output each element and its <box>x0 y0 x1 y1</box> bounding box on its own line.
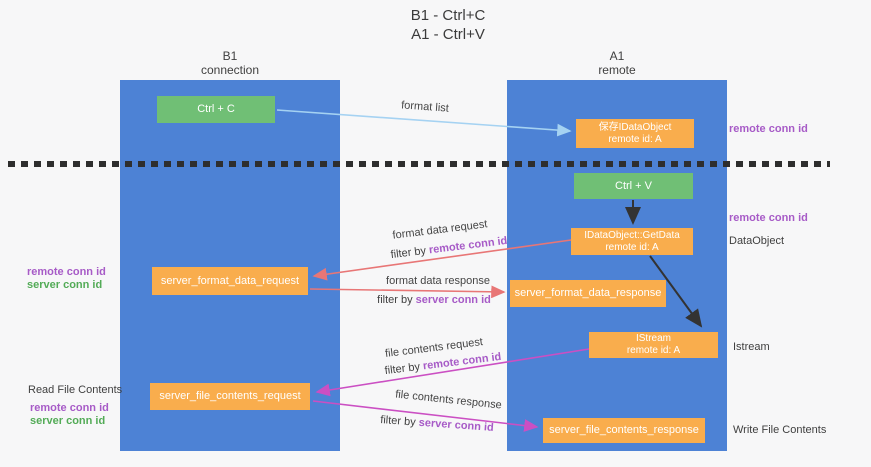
node-ctrl-c: Ctrl + C <box>157 96 275 123</box>
label-dataobject: DataObject <box>729 235 785 247</box>
column-header-a1: A1 remote <box>507 49 727 77</box>
format-request-label: server_format_data_request <box>160 274 300 287</box>
node-server-format-data-response: server_format_data_response <box>510 280 666 307</box>
arrow-label-filter-server-4: filter by server conn id <box>376 414 499 434</box>
server-conn-id-text-4: server conn id <box>418 416 495 434</box>
ctrl-v-label: Ctrl + V <box>615 179 652 192</box>
label-left-remote-conn-1: remote conn id <box>27 266 106 278</box>
node-ctrl-v: Ctrl + V <box>574 173 693 199</box>
node-save-dataobject: 保存IDataObject remote id: A <box>576 119 694 148</box>
save-dataobject-line2: remote id: A <box>608 133 662 145</box>
filter-by-text-3: filter by <box>384 360 424 378</box>
ctrl-c-label: Ctrl + C <box>197 103 235 115</box>
remote-conn-id-text-3: remote conn id <box>422 350 502 373</box>
file-response-label: server_file_contents_response <box>549 424 699 436</box>
arrow-label-format-list: format list <box>400 99 450 115</box>
label-conn-ids-format: remote conn id server conn id <box>27 266 106 292</box>
filter-by-text-1: filter by <box>390 244 430 262</box>
getdata-line1: IDataObject::GetData <box>584 229 680 241</box>
node-istream: IStream remote id: A <box>589 332 718 358</box>
column-b1-role: connection <box>200 63 260 77</box>
file-request-label: server_file_contents_request <box>159 390 301 402</box>
column-b1-name: B1 <box>222 49 238 63</box>
label-write-file-contents: Write File Contents <box>733 424 827 436</box>
label-remote-conn-id-mid: remote conn id <box>729 212 808 224</box>
title-line-2: A1 - Ctrl+V <box>411 26 485 43</box>
istream-line2: remote id: A <box>626 345 681 356</box>
filter-by-text-2: filter by <box>377 294 416 306</box>
format-response-label: server_format_data_response <box>514 287 662 299</box>
label-left-server-conn-1: server conn id <box>27 279 103 291</box>
column-a1-name: A1 <box>609 49 625 63</box>
server-conn-id-text-2: server conn id <box>415 294 491 306</box>
column-header-b1: B1 connection <box>120 49 340 77</box>
save-dataobject-line1: 保存IDataObject <box>598 121 672 133</box>
title-line-1: B1 - Ctrl+C <box>410 7 486 24</box>
node-server-file-contents-request: server_file_contents_request <box>150 383 310 410</box>
label-conn-ids-file: remote conn id server conn id <box>30 402 109 428</box>
arrow-label-filter-server-2: filter by server conn id <box>373 294 495 306</box>
column-a1-role: remote <box>598 63 636 77</box>
arrow-label-file-contents-response: file contents response <box>394 388 503 412</box>
filter-by-text-4: filter by <box>379 414 420 429</box>
node-idataobject-getdata: IDataObject::GetData remote id: A <box>571 228 693 255</box>
label-remote-conn-id-top: remote conn id <box>729 123 808 135</box>
label-read-file-contents: Read File Contents <box>28 384 123 396</box>
label-left-remote-conn-2: remote conn id <box>30 402 109 414</box>
machine-boundary-dashed-line <box>8 161 830 167</box>
istream-line1: IStream <box>635 333 671 344</box>
node-server-format-data-request: server_format_data_request <box>152 267 308 295</box>
label-istream: Istream <box>733 341 770 353</box>
arrow-label-format-data-response: format data response <box>386 275 490 287</box>
node-server-file-contents-response: server_file_contents_response <box>543 418 705 443</box>
getdata-line2: remote id: A <box>605 241 659 253</box>
diagram-title: B1 - Ctrl+C A1 - Ctrl+V <box>0 6 871 44</box>
remote-conn-id-text-1: remote conn id <box>428 234 508 257</box>
label-left-server-conn-2: server conn id <box>30 415 106 427</box>
